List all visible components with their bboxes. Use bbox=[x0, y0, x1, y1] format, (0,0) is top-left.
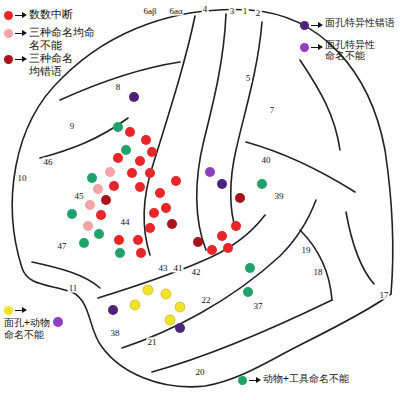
sulcus bbox=[144, 16, 195, 255]
green-dots bbox=[67, 122, 267, 297]
legend-text: 三种命名均命名不能 bbox=[29, 26, 97, 51]
legend-swatch bbox=[300, 21, 309, 30]
legend-marker bbox=[238, 376, 263, 385]
legend-item: 面孔+动物命名不能 bbox=[4, 306, 56, 340]
legend-arrow bbox=[15, 15, 25, 16]
area-number: 19 bbox=[301, 246, 312, 255]
sulcus bbox=[346, 212, 374, 284]
area-number: 47 bbox=[57, 242, 68, 251]
legend-text: 面孔特异性错语 bbox=[325, 18, 395, 29]
sulcus bbox=[122, 200, 316, 348]
legend-marker bbox=[300, 43, 325, 52]
legend-marker bbox=[4, 306, 56, 315]
area-number: 6aα bbox=[168, 7, 183, 16]
legend-item: 数数中断 bbox=[4, 8, 103, 21]
area-number: 22 bbox=[201, 296, 212, 305]
area-number: 1 bbox=[242, 7, 249, 16]
sulcus bbox=[40, 118, 128, 158]
area-number: 39 bbox=[274, 192, 285, 201]
legend-swatch bbox=[238, 376, 247, 385]
legend-text: 面孔特异性命名不能 bbox=[325, 40, 375, 62]
area-number: 11 bbox=[68, 284, 79, 293]
red-dots bbox=[96, 127, 241, 258]
legend-swatch bbox=[300, 43, 309, 52]
area-number: 44 bbox=[120, 218, 131, 227]
area-number: 45 bbox=[74, 192, 85, 201]
legend-arrow bbox=[15, 310, 25, 311]
sulcus bbox=[300, 60, 340, 150]
legend-item: 面孔特异性命名不能 bbox=[300, 40, 375, 62]
sulcus bbox=[300, 230, 332, 300]
sulcus bbox=[246, 142, 355, 192]
area-number: 38 bbox=[110, 329, 121, 338]
area-number: 4 bbox=[202, 5, 209, 14]
legend-marker bbox=[300, 21, 325, 30]
legend-swatch bbox=[4, 306, 13, 315]
area-number: 9 bbox=[69, 122, 76, 131]
area-number: 42 bbox=[191, 268, 202, 277]
legend-arrow bbox=[249, 380, 259, 381]
sulcus bbox=[231, 22, 262, 230]
legend-text: 动物+工具命名不能 bbox=[263, 373, 363, 385]
sulcus bbox=[152, 300, 332, 372]
sylvian-fissure bbox=[98, 215, 265, 298]
legend-arrow bbox=[311, 25, 321, 26]
legend-swatch bbox=[4, 29, 13, 38]
legend-swatch bbox=[4, 11, 13, 20]
legend-arrow bbox=[311, 47, 321, 48]
area-number: 5 bbox=[245, 74, 252, 83]
dark-purple-dots bbox=[108, 92, 227, 333]
area-number: 7 bbox=[269, 106, 276, 115]
yellow-dots bbox=[130, 285, 185, 325]
area-number: 18 bbox=[313, 268, 324, 277]
area-number: 21 bbox=[147, 338, 158, 347]
area-number: 17 bbox=[379, 291, 390, 300]
legend-marker bbox=[4, 11, 29, 20]
purple-dots bbox=[53, 167, 215, 327]
legend-item: 面孔特异性错语 bbox=[300, 18, 395, 30]
area-number: 6aβ bbox=[142, 7, 157, 16]
area-number: 40 bbox=[261, 156, 272, 165]
legend-marker bbox=[4, 55, 29, 64]
legend-item: 三种命名均命名不能 bbox=[4, 26, 97, 51]
legend-arrow bbox=[15, 33, 25, 34]
legend-text: 数数中断 bbox=[29, 8, 103, 21]
area-number: 2 bbox=[255, 9, 262, 18]
legend-arrow bbox=[15, 59, 25, 60]
legend-marker bbox=[4, 29, 29, 38]
sulcus bbox=[32, 262, 100, 288]
area-number: 46 bbox=[43, 158, 54, 167]
area-number: 8 bbox=[115, 83, 122, 92]
area-number: 37 bbox=[253, 302, 264, 311]
area-number: 43 bbox=[158, 264, 169, 273]
area-number: 41 bbox=[173, 264, 184, 273]
legend-text: 面孔+动物命名不能 bbox=[4, 317, 56, 340]
legend-text: 三种命名均错语 bbox=[29, 52, 77, 77]
legend-item: 三种命名均错语 bbox=[4, 52, 77, 77]
brain-outline bbox=[12, 10, 392, 387]
sulcus bbox=[60, 62, 180, 100]
dark-red-dots bbox=[101, 193, 245, 247]
area-number: 20 bbox=[195, 368, 206, 377]
sulcus bbox=[197, 14, 226, 250]
legend-item: 动物+工具命名不能 bbox=[238, 373, 363, 385]
legend-swatch bbox=[4, 55, 13, 64]
pink-dots bbox=[83, 167, 115, 231]
area-number: 3 bbox=[229, 7, 236, 16]
area-number: 10 bbox=[17, 174, 28, 183]
